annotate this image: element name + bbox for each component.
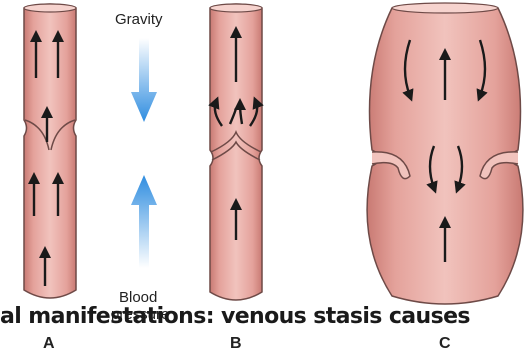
vein-panel-b (210, 4, 262, 300)
vein-c-top-opening (392, 3, 498, 13)
vein-a-top-opening (24, 4, 76, 12)
blood-pressure-arrow (131, 175, 157, 268)
vein-panel-a (24, 4, 76, 298)
blood-pressure-label-line1: Blood (119, 289, 157, 306)
panel-label-a: A (43, 335, 55, 353)
force-arrows (131, 38, 157, 268)
gravity-label: Gravity (115, 11, 163, 28)
panel-label-b: B (230, 335, 242, 353)
vein-b-top-opening (210, 4, 262, 12)
panel-label-c: C (439, 335, 451, 353)
caption-overlay: al manifestations: venous stasis causes (0, 305, 531, 329)
vein-a-wall (24, 4, 76, 298)
gravity-arrow (131, 38, 157, 122)
vein-panel-c (367, 3, 523, 304)
